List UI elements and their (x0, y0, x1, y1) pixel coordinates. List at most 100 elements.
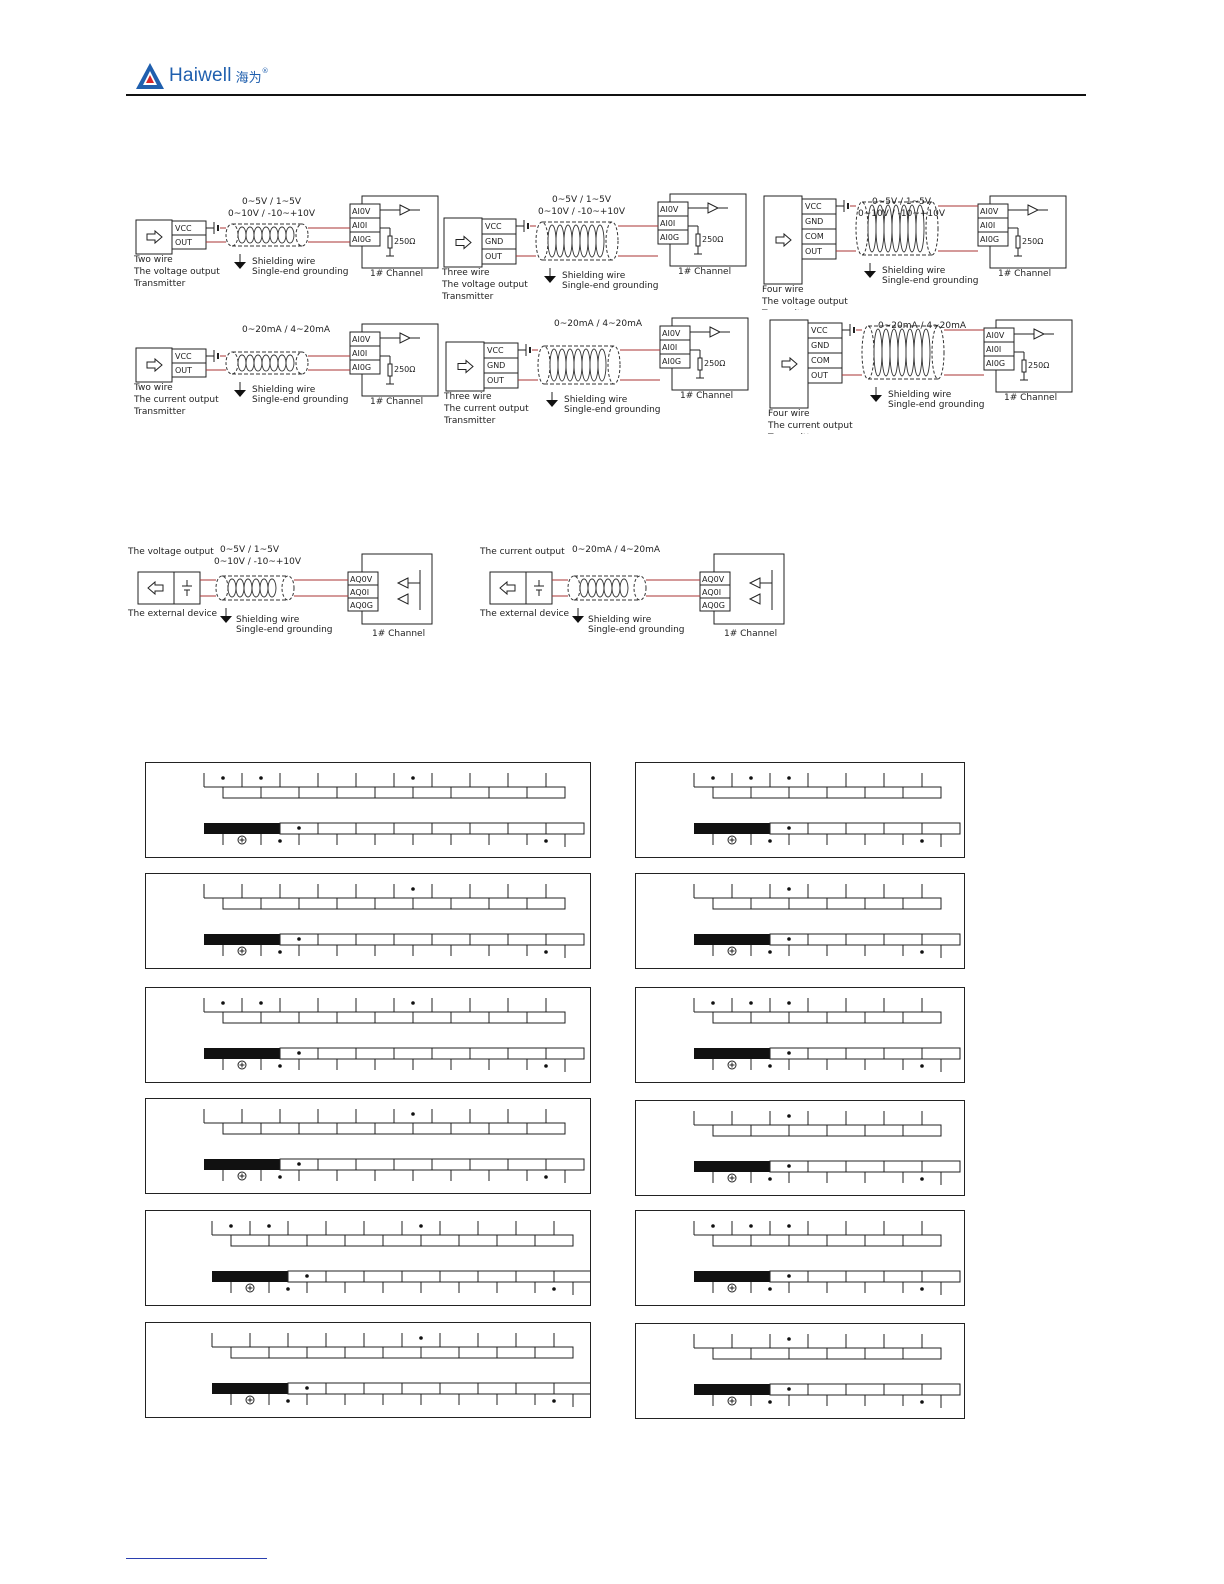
terminal-aiv-label: AI0V (660, 205, 679, 214)
terminal-out-label: OUT (487, 376, 504, 385)
terminal-aiv-label: AI0V (352, 335, 371, 344)
terminal-dot (259, 1001, 263, 1005)
shielded-cable (225, 351, 309, 375)
terminal-block-left-1 (145, 762, 591, 858)
top-terminal-row (211, 1221, 574, 1247)
terminal-gnd-label: GND (487, 361, 505, 370)
grounding-label: Single-end grounding (888, 400, 985, 410)
grounding-label: Single-end grounding (252, 395, 349, 405)
terminal-aii-label: AI0I (352, 349, 367, 358)
terminal-vcc-label: VCC (175, 352, 192, 361)
ground-icon (546, 392, 558, 407)
top-terminal-row (203, 998, 566, 1024)
terminal-dot (920, 950, 924, 954)
shielded-cable (225, 223, 309, 247)
arrow-icon (146, 229, 163, 245)
channel-label: 1# Channel (1004, 393, 1057, 403)
shielding-wire-label: Shielding wire (236, 615, 300, 625)
bottom-terminal-row (694, 1270, 961, 1295)
arrow-icon (775, 232, 792, 248)
terminal-dot (278, 1175, 282, 1179)
output-type-label: The voltage output (127, 547, 214, 557)
bottom-terminal-row (694, 822, 961, 847)
top-terminal-row (693, 1221, 942, 1247)
terminal-dot (286, 1399, 290, 1403)
battery-icon (523, 220, 529, 232)
signal-range-alt-label: 0~10V / -10~+10V (858, 209, 946, 219)
battery-icon (213, 222, 219, 234)
shielded-cable (535, 221, 619, 261)
channel-label: 1# Channel (372, 629, 425, 639)
terminal-dot (552, 1287, 556, 1291)
terminal-vcc-label: VCC (805, 202, 822, 211)
terminal-block-right-6 (635, 1323, 965, 1419)
terminal-aii-label: AI0I (660, 219, 675, 228)
terminal-vcc-label: VCC (175, 224, 192, 233)
terminal-aiv-label: AI0V (662, 329, 681, 338)
output-type-label: The current output (479, 547, 565, 557)
channel-label: 1# Channel (998, 269, 1051, 279)
terminal-out-label: OUT (175, 238, 192, 247)
transmitter-caption-line: Transmitter (133, 407, 186, 417)
terminal-com-label: COM (811, 356, 830, 365)
terminal-aig-label: AI0G (662, 357, 681, 366)
terminal-dot (768, 950, 772, 954)
terminal-vcc-label: VCC (811, 326, 828, 335)
signal-range-label: 0~5V / 1~5V (242, 197, 302, 207)
terminal-dot (920, 1177, 924, 1181)
terminal-dot (544, 950, 548, 954)
terminal-out-label: OUT (805, 247, 822, 256)
signal-range-alt-label: 0~10V / -10~+10V (214, 557, 302, 567)
resistor-label: 250Ω (1022, 237, 1043, 246)
terminal-dot (711, 776, 715, 780)
terminal-dot (787, 1224, 791, 1228)
terminal-dot (920, 1064, 924, 1068)
terminal-dot (419, 1224, 423, 1228)
terminal-out-label: OUT (811, 371, 828, 380)
ground-icon (234, 382, 246, 397)
header-rule (126, 94, 1086, 96)
transmitter-caption-line: Three wire (443, 392, 492, 402)
output-wiring-diagram-1: The voltage output 0~5V / 1~5V 0~10V / -10… (126, 540, 446, 644)
terminal-aii-label: AI0I (980, 221, 995, 230)
signal-range-label: 0~5V / 1~5V (220, 545, 280, 555)
terminal-aig-label: AI0G (980, 235, 999, 244)
transmitter-caption-line: Transmitter (441, 292, 494, 302)
signal-range-alt-label: 0~10V / -10~+10V (538, 207, 626, 217)
ground-icon (234, 254, 246, 269)
terminal-dot (259, 776, 263, 780)
external-device-label: The external device (127, 609, 218, 619)
arrow-icon (457, 359, 474, 374)
signal-range-label: 0~20mA / 4~20mA (242, 325, 331, 335)
terminal-block-left-6 (145, 1322, 591, 1418)
haiwell-logo-icon (136, 63, 164, 89)
bottom-terminal-row (204, 1047, 585, 1072)
terminal-dot (768, 1287, 772, 1291)
shielding-wire-label: Shielding wire (252, 385, 316, 395)
transmitter-caption-line: The current output (767, 421, 853, 431)
terminal-dot (305, 1386, 309, 1390)
shielded-cable (855, 201, 939, 256)
shielding-wire-label: Shielding wire (562, 271, 626, 281)
top-terminal-row (211, 1333, 574, 1359)
shielded-cable (861, 325, 945, 380)
top-terminal-row (693, 773, 942, 799)
terminal-dot (768, 839, 772, 843)
transmitter-caption-line: Transmitter (767, 433, 820, 434)
terminal-aiv-label: AI0V (986, 331, 1005, 340)
bottom-terminal-row (204, 1158, 585, 1183)
terminal-dot (787, 826, 791, 830)
bottom-terminal-row (694, 1160, 961, 1185)
terminal-aiv-label: AI0V (980, 207, 999, 216)
terminal-dot (305, 1274, 309, 1278)
bottom-terminal-row (694, 933, 961, 958)
terminal-block-right-2 (635, 873, 965, 969)
bottom-terminal-row (204, 933, 585, 958)
terminal-dot (787, 937, 791, 941)
shielding-wire-label: Shielding wire (882, 266, 946, 276)
terminal-dot (749, 1224, 753, 1228)
ground-icon (870, 387, 882, 402)
terminal-aig-label: AI0G (660, 233, 679, 242)
terminal-block-right-3 (635, 987, 965, 1083)
